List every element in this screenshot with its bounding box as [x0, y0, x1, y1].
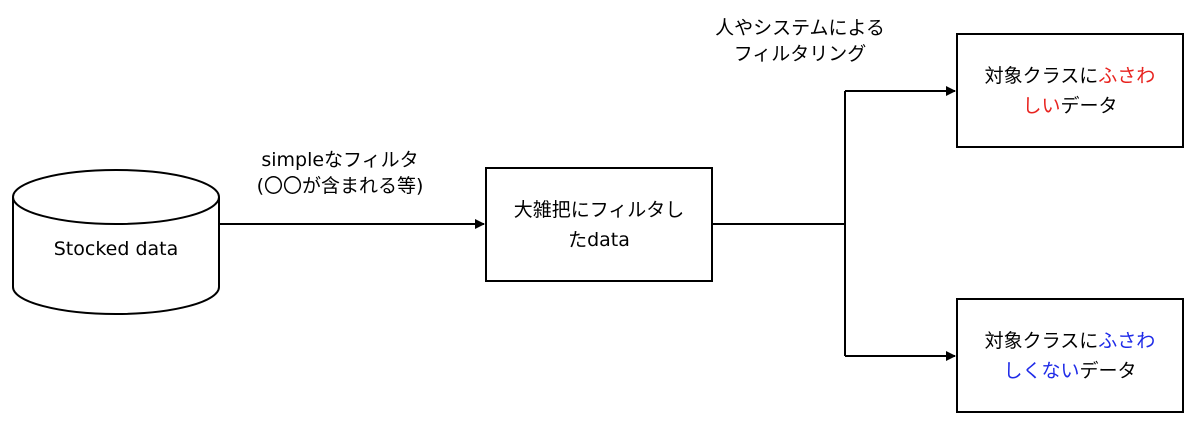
stocked-data-text: Stocked data — [53, 238, 179, 260]
unsuitable-highlight-1: ふさわ — [1098, 329, 1156, 352]
simple-filter-line1: simpleなフィルタ — [261, 149, 419, 171]
rough-filtered-data-box — [485, 167, 713, 282]
simple-filter-line2: (〇〇が含まれる等) — [256, 175, 424, 197]
rough-label-line2: たdata — [568, 228, 630, 251]
suitable-data-box — [956, 33, 1184, 148]
stocked-data-cylinder — [12, 169, 220, 315]
human-filter-label: 人やシステムによる フィルタリング — [680, 15, 920, 67]
human-filter-line2: フィルタリング — [733, 43, 867, 65]
unsuitable-data-label: 対象クラスにふさわ しくないデータ — [957, 299, 1183, 412]
suitable-pre: 対象クラスに — [984, 64, 1099, 87]
unsuitable-post: データ — [1079, 359, 1137, 382]
suitable-highlight-1: ふさわ — [1098, 64, 1156, 87]
unsuitable-pre: 対象クラスに — [984, 329, 1099, 352]
suitable-post: データ — [1060, 94, 1118, 117]
unsuitable-data-box — [956, 298, 1184, 413]
human-filter-line1: 人やシステムによる — [715, 17, 885, 39]
simple-filter-label: simpleなフィルタ (〇〇が含まれる等) — [205, 147, 475, 199]
unsuitable-highlight-2: しくない — [1003, 359, 1080, 382]
rough-label-line1: 大雑把にフィルタし — [513, 198, 685, 221]
rough-filtered-data-label: 大雑把にフィルタし たdata — [486, 168, 712, 281]
suitable-data-label: 対象クラスにふさわ しいデータ — [957, 34, 1183, 147]
suitable-highlight-2: しい — [1022, 94, 1061, 117]
stocked-data-label: Stocked data — [13, 224, 219, 274]
